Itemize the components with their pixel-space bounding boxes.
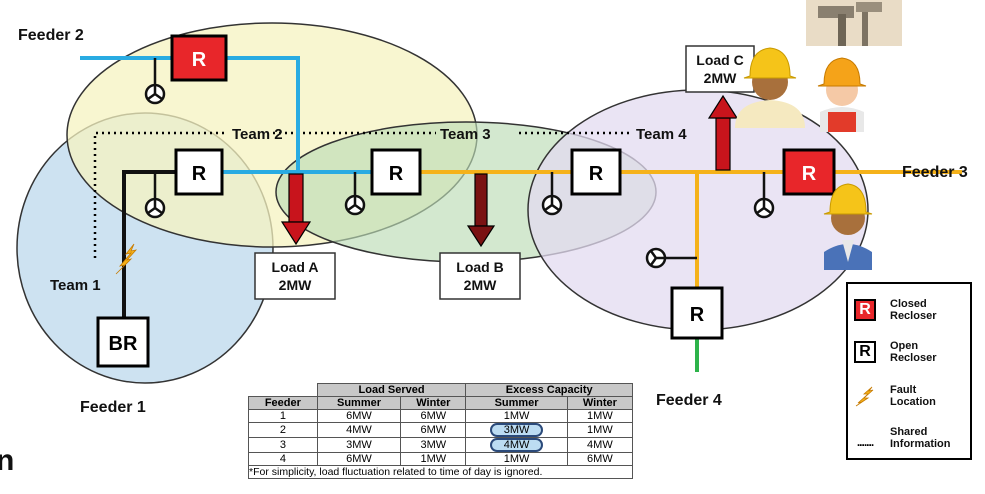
table-cell: 4MW [566, 437, 634, 453]
table-row: 1 6MW 6MW 1MW 1MW [248, 409, 634, 423]
worker-icon [817, 57, 867, 132]
table-row: 4 6MW 1MW 1MW 6MW [248, 452, 634, 466]
table-cell: 6MW [316, 452, 402, 466]
table-cell: 2 [248, 422, 318, 438]
open-recloser-feeder4: R [670, 286, 724, 340]
legend-item-closed: R Closed Recloser [854, 298, 936, 322]
open-recloser-team3: R [370, 148, 422, 196]
open-recloser-icon: R [854, 341, 876, 363]
fault-icon [854, 385, 876, 407]
svg-text:R: R [192, 163, 207, 185]
group-header-excess-capacity: Excess Capacity [465, 383, 633, 397]
svg-text:R: R [802, 163, 817, 185]
legend-label: Open Recloser [890, 340, 937, 364]
table-cell: 1MW [566, 409, 634, 423]
load-b-box: Load B 2MW [439, 252, 521, 300]
column-header: Feeder [248, 396, 318, 410]
partial-text: n [0, 444, 14, 477]
table-cell: 1MW [465, 409, 568, 423]
load-a-box: Load A 2MW [254, 252, 336, 300]
legend-item-open: R Open Recloser [854, 340, 936, 364]
table-cell: 1MW [400, 452, 467, 466]
svg-text:2MW: 2MW [279, 277, 312, 293]
team3-label: Team 3 [440, 126, 491, 143]
fault-icon [115, 243, 138, 275]
column-header: Summer [316, 396, 402, 410]
worker-icon [823, 183, 873, 270]
table-row: 2 4MW 6MW 3MW 1MW [248, 422, 634, 438]
team1-label: Team 1 [50, 277, 101, 294]
sensor-icon [144, 172, 166, 219]
svg-text:R: R [192, 49, 207, 71]
table-cell: 1MW [566, 422, 634, 438]
svg-text:BR: BR [109, 333, 138, 355]
table-cell: 6MW [400, 409, 467, 423]
table-cell: 3MW [400, 437, 467, 453]
load-a-arrow [280, 173, 312, 246]
column-header: Winter [566, 396, 634, 410]
table-cell: 4MW [316, 422, 402, 438]
highlight-oval: 3MW [489, 423, 544, 437]
highlight-oval: 4MW [489, 438, 544, 452]
feeder-capacity-table: Load Served Excess Capacity Feeder Summe… [248, 383, 634, 479]
table-cell: 1 [248, 409, 318, 423]
legend-item-shared: ....... Shared Information [854, 426, 951, 450]
load-b-arrow [466, 173, 496, 248]
sensor-icon [753, 172, 775, 219]
team4-label: Team 4 [636, 126, 687, 143]
svg-text:R: R [690, 304, 705, 326]
svg-text:2MW: 2MW [704, 70, 737, 86]
legend-label: Closed Recloser [890, 298, 937, 322]
table-corner [248, 383, 318, 397]
open-recloser-team4: R [570, 148, 622, 196]
closed-recloser-icon: R [854, 299, 876, 321]
crane-photo [806, 0, 902, 46]
feeder2-label: Feeder 2 [18, 27, 84, 44]
table-cell: 1MW [465, 452, 568, 466]
sensor-icon [344, 172, 366, 216]
column-header: Summer [465, 396, 568, 410]
legend-item-fault: Fault Location [854, 384, 936, 408]
table-cell: 6MW [400, 422, 467, 438]
sensor-icon [144, 58, 166, 105]
load-c-arrow [707, 94, 739, 171]
feeder1-line [122, 170, 176, 318]
table-cell-highlighted: 4MW [465, 437, 568, 453]
table-cell: 3 [248, 437, 318, 453]
group-header-load-served: Load Served [316, 383, 467, 397]
feeder4-label: Feeder 4 [656, 392, 722, 409]
load-c-box: Load C 2MW [685, 45, 755, 93]
closed-recloser-feeder3: R [782, 148, 836, 196]
svg-text:R: R [589, 163, 604, 185]
svg-text:Load A: Load A [272, 259, 319, 275]
feeder3-label: Feeder 3 [902, 164, 968, 181]
svg-text:2MW: 2MW [464, 277, 497, 293]
svg-text:Load C: Load C [696, 52, 743, 68]
open-recloser-team1: R [174, 148, 224, 196]
table-cell: 6MW [316, 409, 402, 423]
dotted-line-icon: ....... [856, 435, 874, 449]
feeder1-label: Feeder 1 [80, 399, 146, 416]
worker-icon [735, 47, 805, 128]
shared-information-line [93, 131, 632, 258]
svg-text:R: R [389, 163, 404, 185]
table-row: 3 3MW 3MW 4MW 4MW [248, 437, 634, 453]
team2-label: Team 2 [232, 126, 283, 143]
sensor-icon [645, 247, 667, 269]
table-cell-highlighted: 3MW [465, 422, 568, 438]
sensor-icon [541, 172, 563, 216]
closed-recloser-feeder2: R [170, 34, 228, 82]
legend-label: Fault Location [890, 384, 936, 408]
table-footnote: *For simplicity, load fluctuation relate… [248, 465, 633, 479]
legend: R Closed Recloser R Open Recloser Fault … [846, 282, 972, 460]
column-header: Winter [400, 396, 467, 410]
legend-label: Shared Information [890, 426, 951, 450]
table-cell: 3MW [316, 437, 402, 453]
table-cell: 6MW [566, 452, 634, 466]
table-cell: 4 [248, 452, 318, 466]
feeder1-breaker: BR [96, 316, 150, 368]
svg-text:Load B: Load B [456, 259, 503, 275]
